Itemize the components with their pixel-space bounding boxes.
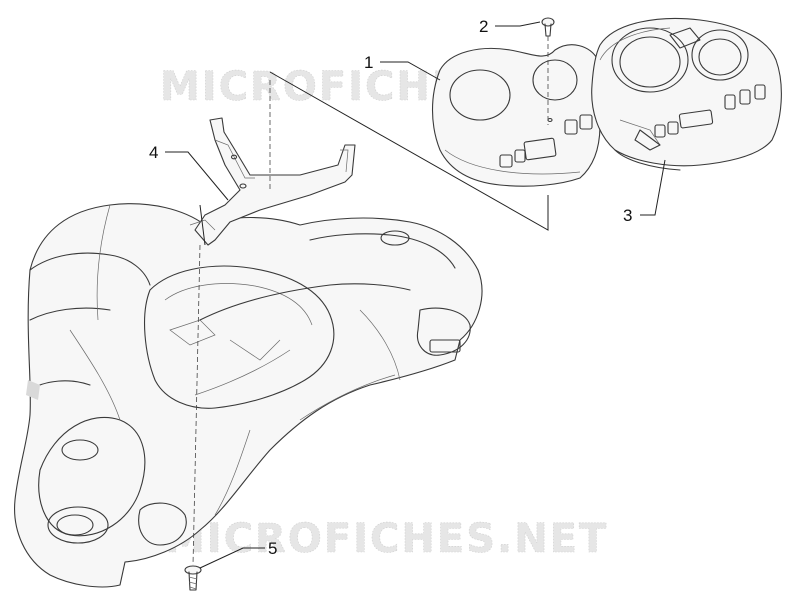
mounting-bracket [189,117,356,246]
alignment-lines [192,36,549,566]
instrument-bezel [431,44,603,187]
callout-leaders [165,21,666,569]
callout-2: 2 [479,17,488,36]
callout-3: 3 [623,206,632,225]
watermark-bottom: MICROFICHES.NET [165,516,608,562]
screw-top [541,17,555,37]
screw-bottom [184,565,202,591]
callout-1: 1 [364,53,373,72]
instrument-cluster [591,17,782,171]
callout-5: 5 [268,539,277,558]
callout-4: 4 [149,143,158,162]
handlebar-cover [14,203,483,588]
